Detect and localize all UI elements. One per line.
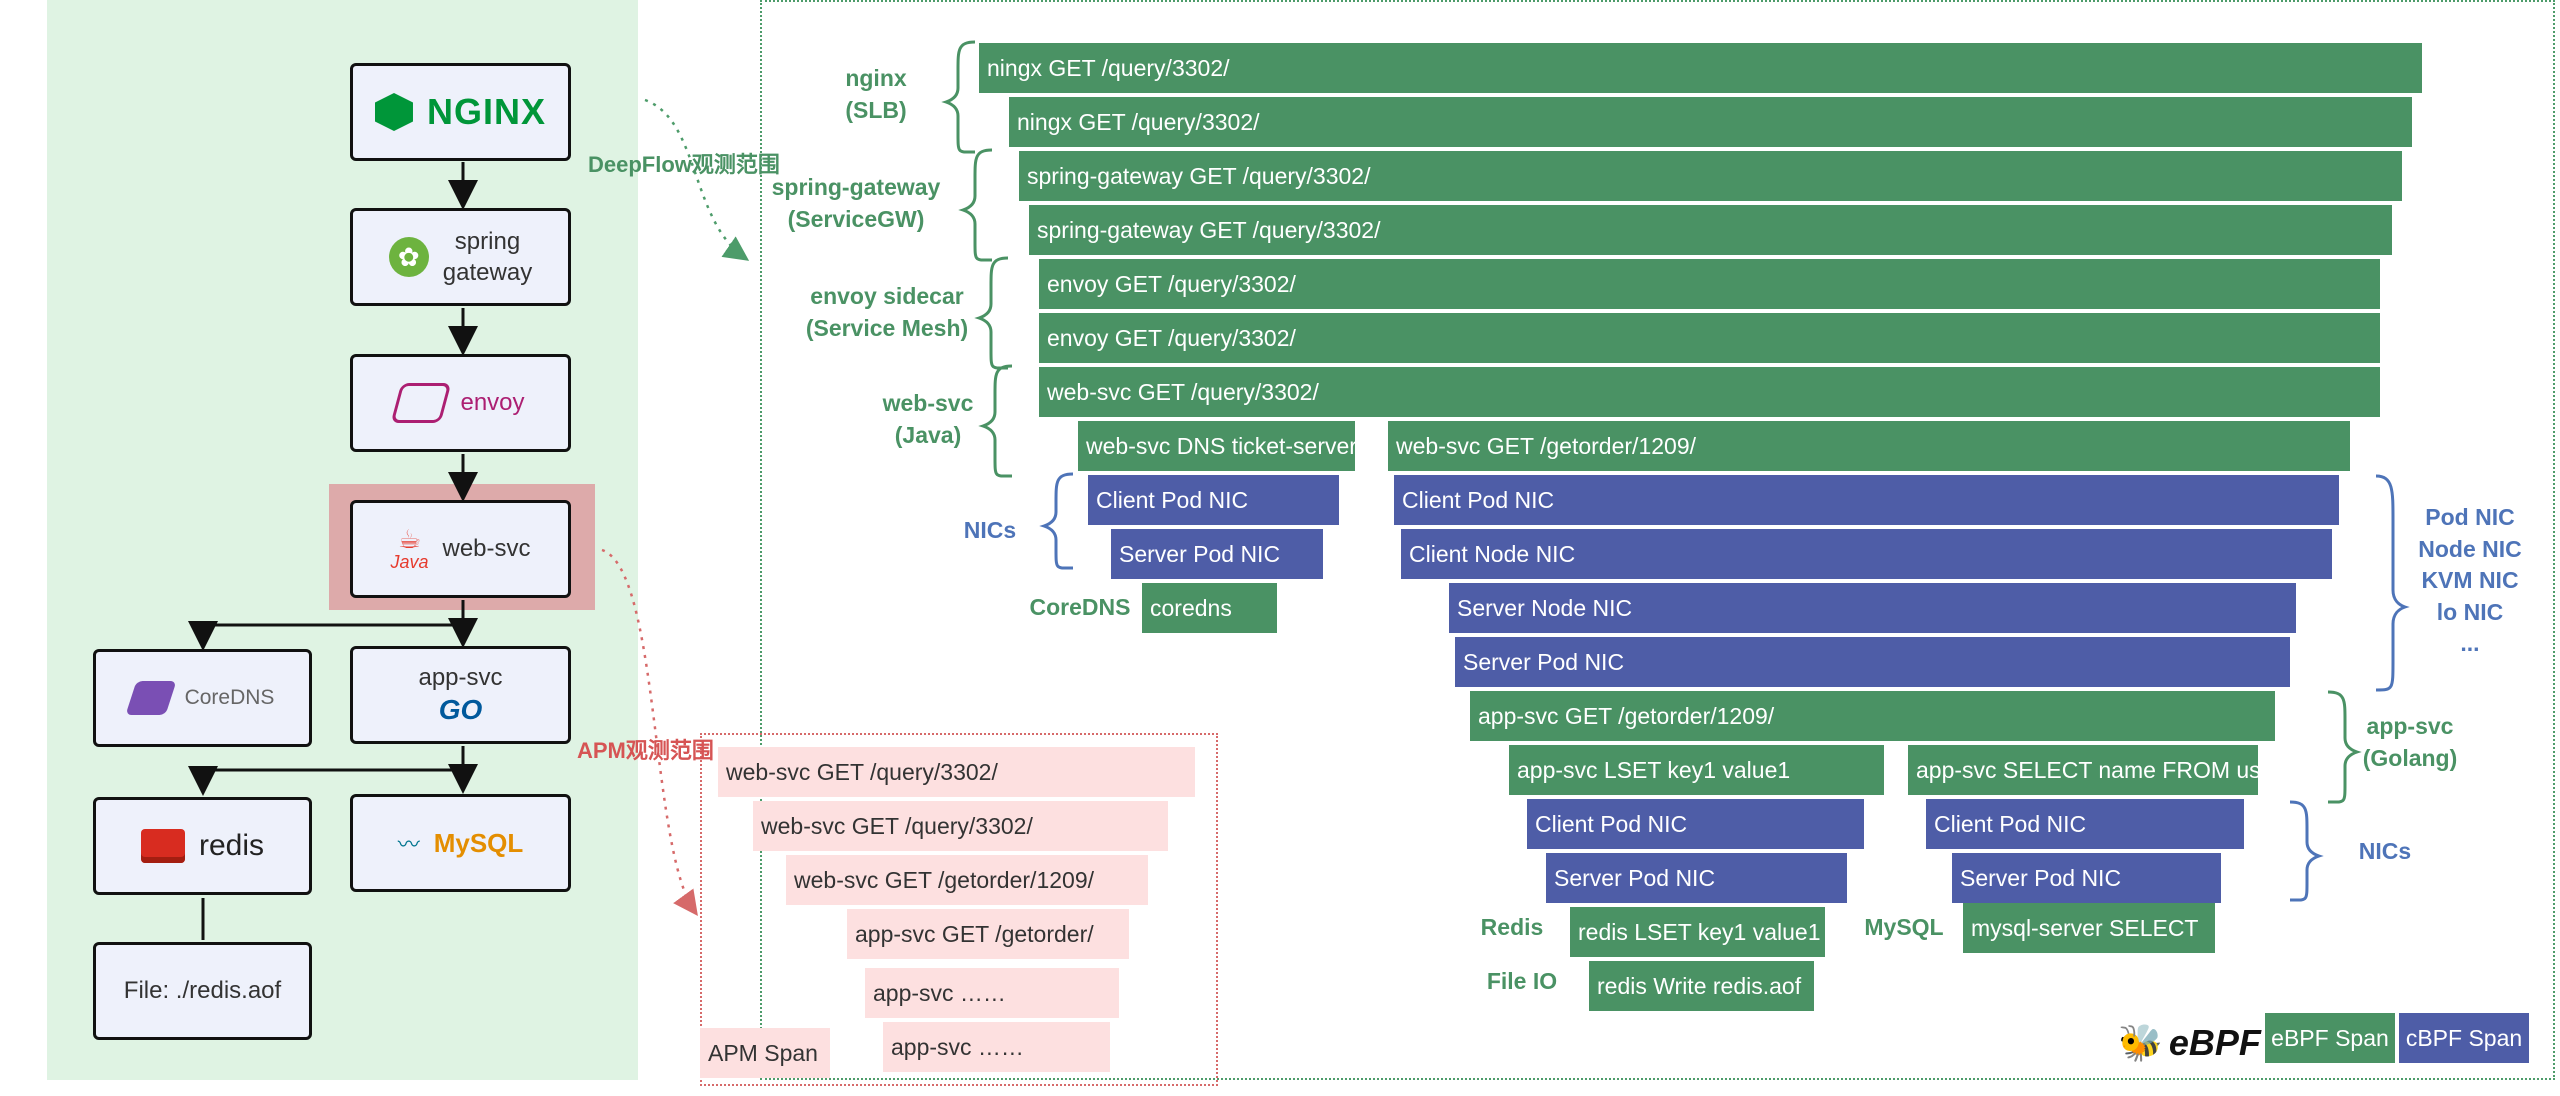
span-web-svc-query[interactable]: web-svc GET /query/3302/: [1039, 367, 2380, 417]
web-svc-label: web-svc: [442, 535, 531, 562]
go-icon: GO: [438, 694, 483, 725]
span-app-svc-getorder[interactable]: app-svc GET /getorder/1209/: [1470, 691, 2275, 741]
apm-scope-label: APM观测范围: [577, 738, 714, 763]
nginx-icon: [374, 93, 413, 131]
mysql-group-label: MySQL: [1864, 914, 1944, 940]
span-redis-lset[interactable]: redis LSET key1 value1: [1570, 907, 1825, 957]
span-client-node-nic[interactable]: Client Node NIC: [1401, 529, 2332, 579]
span-nginx-2[interactable]: ningx GET /query/3302/: [1009, 97, 2412, 147]
span-nginx-1[interactable]: ningx GET /query/3302/: [979, 43, 2422, 93]
apm-span-legend: APM Span: [700, 1028, 830, 1078]
nginx-group-label: nginx (SLB): [845, 65, 907, 124]
spring-leaf-icon: ✿: [388, 237, 429, 277]
span-mysql-client-pod-nic[interactable]: Client Pod NIC: [1926, 799, 2244, 849]
span-client-pod-nic[interactable]: Client Pod NIC: [1394, 475, 2339, 525]
spring-gateway-service-box[interactable]: ✿ spring gateway: [350, 208, 571, 306]
span-envoy-1[interactable]: envoy GET /query/3302/: [1039, 259, 2380, 309]
coredns-icon: [125, 681, 177, 715]
envoy-label: envoy: [460, 389, 525, 416]
web-svc-group-label: web-svc (Java): [882, 390, 974, 449]
apm-span-web-svc-getorder[interactable]: web-svc GET /getorder/1209/: [786, 855, 1148, 905]
web-svc-service-box[interactable]: ☕ Java web-svc: [350, 500, 571, 598]
nginx-service-box[interactable]: NGINX: [350, 63, 571, 161]
legend-ebpf-span: eBPF Span: [2265, 1013, 2395, 1063]
span-server-pod-nic[interactable]: Server Pod NIC: [1455, 637, 2290, 687]
apm-scope-frame: [700, 733, 1218, 1086]
span-web-svc-dns[interactable]: web-svc DNS ticket-server: [1078, 421, 1355, 471]
span-app-svc-select[interactable]: app-svc SELECT name FROM user: [1908, 745, 2258, 795]
coredns-group-label: CoreDNS: [1029, 594, 1131, 620]
mysql-label: MySQL: [433, 827, 524, 858]
ebpf-logo: 🐝 eBPF: [2118, 1013, 2261, 1073]
bottom-nics-group-label: NICs: [2358, 838, 2412, 864]
java-icon: ☕ Java: [390, 526, 428, 573]
envoy-service-box[interactable]: envoy: [350, 354, 571, 452]
bee-icon: 🐝: [2118, 1022, 2163, 1063]
redis-label: redis: [198, 829, 265, 862]
spring-gateway-label: spring gateway: [442, 227, 533, 286]
file-io-group-label: File IO: [1486, 968, 1558, 994]
app-svc-service-box[interactable]: app-svc GO: [350, 646, 571, 744]
apm-span-app-svc-more-1[interactable]: app-svc ……: [865, 968, 1119, 1018]
redis-icon: [140, 829, 185, 863]
span-app-svc-lset[interactable]: app-svc LSET key1 value1: [1509, 745, 1884, 795]
span-dns-client-pod-nic[interactable]: Client Pod NIC: [1088, 475, 1339, 525]
left-nics-group-label: NICs: [963, 517, 1017, 543]
java-cup-glyph: ☕: [397, 523, 422, 554]
span-redis-client-pod-nic[interactable]: Client Pod NIC: [1527, 799, 1864, 849]
coredns-service-box[interactable]: CoreDNS: [93, 649, 312, 747]
ebpf-logo-text: eBPF: [2168, 1022, 2261, 1063]
span-redis-server-pod-nic[interactable]: Server Pod NIC: [1546, 853, 1847, 903]
span-redis-write-aof[interactable]: redis Write redis.aof: [1589, 961, 1814, 1011]
span-server-node-nic[interactable]: Server Node NIC: [1449, 583, 2296, 633]
envoy-group-label: envoy sidecar (Service Mesh): [805, 283, 969, 342]
span-envoy-2[interactable]: envoy GET /query/3302/: [1039, 313, 2380, 363]
span-coredns[interactable]: coredns: [1142, 583, 1277, 633]
span-spring-gateway-1[interactable]: spring-gateway GET /query/3302/: [1019, 151, 2402, 201]
coredns-label: CoreDNS: [184, 686, 275, 709]
spring-gateway-group-label: spring-gateway (ServiceGW): [771, 174, 941, 233]
app-svc-label: app-svc: [418, 664, 503, 691]
apm-span-app-svc-getorder[interactable]: app-svc GET /getorder/: [847, 909, 1129, 959]
redis-service-box[interactable]: redis: [93, 797, 312, 895]
redis-group-label: Redis: [1480, 914, 1544, 940]
apm-span-web-svc-query-2[interactable]: web-svc GET /query/3302/: [753, 801, 1168, 851]
envoy-icon: [391, 383, 452, 423]
deepflow-scope-frame: [760, 0, 2555, 1080]
apm-span-web-svc-query-1[interactable]: web-svc GET /query/3302/: [718, 747, 1195, 797]
redis-aof-file-box[interactable]: File: ./redis.aof: [93, 942, 312, 1040]
span-mysql-server-select[interactable]: mysql-server SELECT: [1963, 903, 2215, 953]
redis-aof-file-label: File: ./redis.aof: [123, 977, 282, 1004]
nginx-label: NGINX: [426, 91, 546, 132]
span-spring-gateway-2[interactable]: spring-gateway GET /query/3302/: [1029, 205, 2392, 255]
span-mysql-server-pod-nic[interactable]: Server Pod NIC: [1952, 853, 2221, 903]
mysql-service-box[interactable]: 〰 MySQL: [350, 794, 571, 892]
apm-span-app-svc-more-2[interactable]: app-svc ……: [883, 1022, 1110, 1072]
java-label: Java: [390, 551, 429, 572]
deepflow-scope-label: DeepFlow观测范围: [588, 152, 780, 177]
legend-cbpf-span: cBPF Span: [2399, 1013, 2529, 1063]
span-dns-server-pod-nic[interactable]: Server Pod NIC: [1111, 529, 1323, 579]
span-web-svc-getorder[interactable]: web-svc GET /getorder/1209/: [1388, 421, 2350, 471]
right-nics-group-label: Pod NIC Node NIC KVM NIC lo NIC ...: [2418, 504, 2522, 656]
app-svc-group-label: app-svc (Golang): [2362, 713, 2458, 772]
mysql-dolphin-icon: 〰: [397, 832, 420, 857]
